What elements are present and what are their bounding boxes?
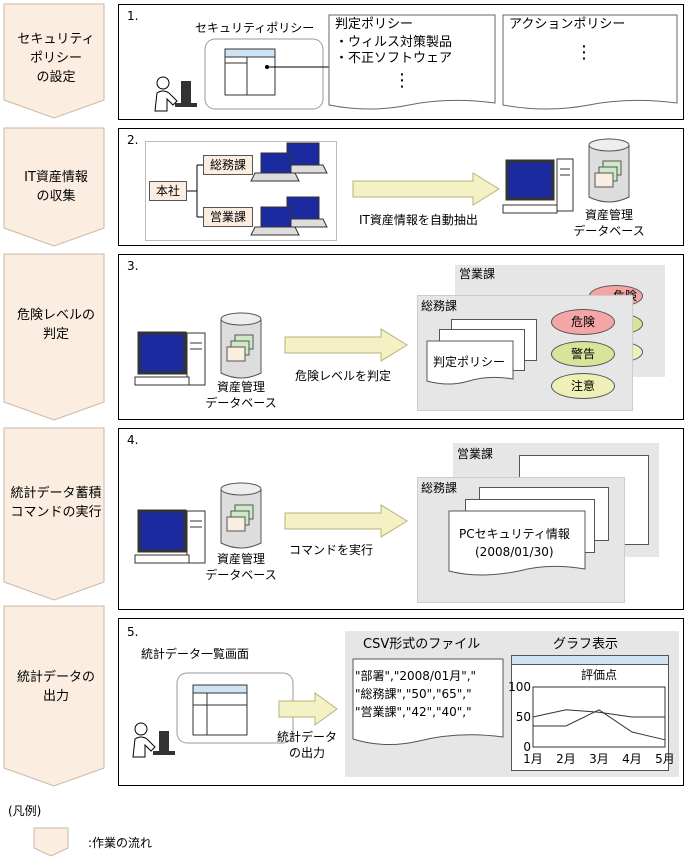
sales-panel-title: 営業課 xyxy=(457,447,494,461)
chart-title: 評価点 xyxy=(581,667,617,682)
csv-title: CSV形式のファイル xyxy=(363,637,481,652)
extract-arrow-label: IT資産情報を自動抽出 xyxy=(359,213,478,227)
csv-line-2: "総務課","50","65"," xyxy=(355,687,472,701)
flow-step-label-5: 統計データの 出力 xyxy=(16,670,95,704)
line-chart: 評価点 0 50 100 1月 2月 3月 4月 5月 xyxy=(508,667,675,766)
x-tick-label: 5月 xyxy=(655,752,675,766)
admin-user-icon xyxy=(132,722,175,758)
asset-database-label: 資産管理 データベース xyxy=(205,380,277,410)
judgment-item-antivirus: ・ウィルス対策製品 xyxy=(335,35,453,50)
stage-number: 1. xyxy=(127,9,139,23)
stats-screen-label: 統計データ一覧画面 xyxy=(141,647,250,661)
csv-line-3: "営業課","42","40"," xyxy=(355,705,472,719)
level-danger: 危険 xyxy=(551,309,615,335)
graph-title: グラフ表示 xyxy=(553,637,619,652)
asset-database-label: 資産管理 データベース xyxy=(205,552,277,582)
output-arrow xyxy=(278,692,338,726)
judge-arrow xyxy=(284,328,408,362)
level-caution: 注意 xyxy=(551,373,615,399)
pc-security-info-title: PCセキュリティ情報 xyxy=(459,527,570,541)
general-panel-title: 総務課 xyxy=(421,481,458,495)
pc-security-info-date: (2008/01/30) xyxy=(475,545,554,559)
asset-database-icon xyxy=(220,482,262,549)
judgment-policy-document xyxy=(328,14,496,110)
level-warning: 警告 xyxy=(551,341,615,367)
org-tree-lines xyxy=(187,164,203,218)
stage-number: 2. xyxy=(127,133,139,147)
judgment-policy-title: 判定ポリシー xyxy=(335,17,414,32)
server-pc-icon xyxy=(502,158,574,214)
flow-chevron-4 xyxy=(3,427,105,601)
stage-3-panel: 3. 資産管理 データベース 危険レベルを判定 営業課 危険 告 意 総務課 判… xyxy=(118,254,684,420)
stage-1-panel: 1. セキュリティポリシー 判定ポリシー ・ウィルス対策製品 ・不正ソフトウェア… xyxy=(118,4,684,120)
flow-chevron-2 xyxy=(3,127,105,247)
extract-arrow xyxy=(352,172,500,206)
stage-number: 5. xyxy=(127,625,139,639)
judgment-ellipsis: ⋮ xyxy=(393,70,411,91)
stage-number: 4. xyxy=(127,433,139,447)
csv-document xyxy=(352,658,504,746)
csv-line-1: "部署","2008/01月"," xyxy=(355,669,477,683)
legend-chevron xyxy=(33,827,69,857)
security-policy-window xyxy=(204,38,329,110)
action-ellipsis: ⋮ xyxy=(575,42,593,63)
flow-step-label-3: 危険レベルの 判定 xyxy=(16,308,95,342)
flow-step-label-2: IT資産情報 の収集 xyxy=(24,170,88,204)
graph-header-bar xyxy=(511,655,669,665)
stage-2-panel: 2. 本社 総務課 営業課 IT資産情報を自動抽出 xyxy=(118,128,684,246)
asset-database-label: 資産管理 データベース xyxy=(573,208,645,238)
flow-chevron-1 xyxy=(3,3,105,119)
policy-doc-label: 判定ポリシー xyxy=(433,355,506,369)
admin-user-icon xyxy=(154,76,197,112)
legend-item-workflow: :作業の流れ xyxy=(88,836,153,850)
org-dept-sales: 営業課 xyxy=(203,207,253,227)
series-line-2 xyxy=(533,709,666,741)
y-tick-label: 50 xyxy=(516,710,531,724)
info-doc-front xyxy=(448,510,586,576)
command-arrow-label: コマンドを実行 xyxy=(289,543,374,557)
output-arrow-label: 統計データ の出力 xyxy=(276,730,337,760)
asset-database-icon xyxy=(220,312,262,379)
x-tick-label: 2月 xyxy=(556,752,576,766)
flow-step-label-4: 統計データ蓄積 コマンドの実行 xyxy=(10,486,102,520)
policy-doc-front xyxy=(426,340,514,385)
command-arrow xyxy=(284,504,408,538)
series-line-1 xyxy=(532,709,665,718)
x-tick-label: 4月 xyxy=(622,752,642,766)
stage-4-panel: 4. 資産管理 データベース コマンドを実行 営業課 総務課 PCセキュリティ情… xyxy=(118,428,684,610)
action-policy-document xyxy=(502,14,678,110)
general-panel-title: 総務課 xyxy=(421,299,458,313)
laptop-icons-group xyxy=(250,142,328,236)
judge-arrow-label: 危険レベルを判定 xyxy=(295,369,392,383)
flow-chevron-5 xyxy=(3,605,105,787)
x-tick-label: 1月 xyxy=(523,752,543,766)
stage-number: 3. xyxy=(127,259,139,273)
org-head-office: 本社 xyxy=(149,181,187,201)
y-tick-label: 0 xyxy=(523,740,531,754)
judgment-item-illegal-software: ・不正ソフトウェア xyxy=(335,51,453,66)
flow-chevron-3 xyxy=(3,253,105,421)
legend-title: (凡例) xyxy=(8,804,42,818)
org-dept-general: 総務課 xyxy=(203,155,253,175)
y-tick-label: 100 xyxy=(508,680,531,694)
asset-database-icon xyxy=(588,138,630,203)
flow-step-label-1: セキュリティ ポリシー の設定 xyxy=(17,32,95,85)
stage-5-panel: 5. 統計データ一覧画面 統計データ の出力 CSV形式のファイル "部署","… xyxy=(118,618,684,786)
sales-panel-title: 営業課 xyxy=(459,267,496,281)
workstation-icon xyxy=(134,509,206,564)
workstation-icon xyxy=(134,331,206,386)
x-tick-label: 3月 xyxy=(589,752,609,766)
stats-list-window xyxy=(176,672,294,744)
action-policy-title: アクションポリシー xyxy=(509,17,626,32)
security-policy-label: セキュリティポリシー xyxy=(195,21,315,35)
